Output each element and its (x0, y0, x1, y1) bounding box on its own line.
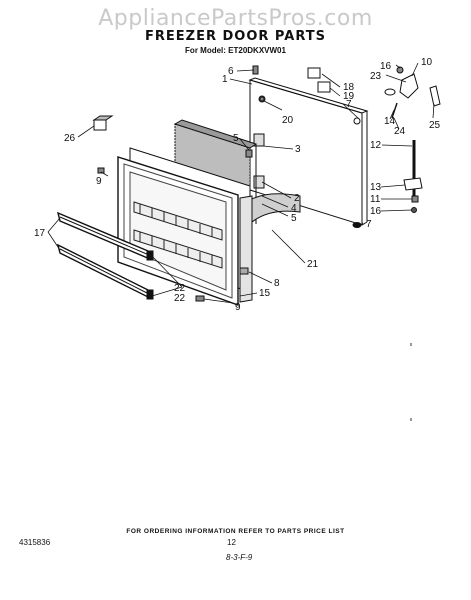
screw-20 (259, 96, 265, 102)
shelf-bar-lower (56, 243, 154, 300)
callout-23: 23 (370, 71, 382, 82)
callout-15: 15 (259, 288, 271, 299)
model-label: For Model: ET20DKXVW01 (185, 46, 286, 55)
callout-9a: 9 (96, 176, 102, 187)
screw-9-bottom (195, 295, 205, 302)
panel-screw (258, 95, 266, 103)
callout-11: 11 (370, 194, 381, 205)
callout-9b: 9 (235, 302, 241, 313)
handle-25 (429, 85, 441, 107)
watermark: AppliancePartsPros.com (98, 6, 373, 31)
callout-2: 2 (294, 193, 300, 204)
clip-part (93, 119, 107, 131)
callout-6: 6 (228, 66, 234, 77)
callout-13: 13 (370, 182, 382, 193)
callout-12: 12 (370, 140, 382, 151)
revision-code: 8-3-F-9 (226, 553, 253, 562)
callout-22b: 22 (174, 293, 186, 304)
callout-20: 20 (282, 115, 294, 126)
document-number: 4315836 (19, 538, 51, 547)
ordering-note: FOR ORDERING INFORMATION REFER TO PARTS … (126, 528, 345, 535)
callout-21: 21 (307, 259, 319, 270)
callout-16a: 16 (380, 61, 392, 72)
callout-19: 19 (343, 91, 355, 102)
callout-17: 17 (34, 228, 46, 239)
callout-16b: 16 (370, 206, 382, 217)
hinge-screw-top (396, 66, 404, 74)
page-number: 12 (227, 538, 236, 547)
callout-4: 4 (291, 203, 297, 214)
callout-26: 26 (64, 133, 76, 144)
lower-hinge (403, 177, 423, 191)
callout-7b: 7 (366, 219, 372, 230)
screw-9-left (97, 167, 105, 174)
callout-8: 8 (274, 278, 280, 289)
callout-24: 24 (394, 126, 406, 137)
hinge-block-18 (307, 67, 321, 79)
panel-bracket-lower (253, 175, 265, 189)
callout-10: 10 (421, 57, 433, 68)
hinge-bracket (399, 73, 419, 99)
leader-lines (47, 62, 435, 304)
callout-22a: 22 (174, 283, 186, 294)
liner-shelves (133, 201, 223, 269)
callout-25: 25 (429, 120, 441, 131)
panel-bracket-upper (253, 133, 265, 147)
callout-18: 18 (343, 82, 355, 93)
hinge-bushing (384, 88, 396, 96)
callout-5a: 5 (233, 133, 239, 144)
spacer-8 (239, 267, 249, 275)
hinge-block-19 (317, 81, 331, 93)
margin-marks (410, 343, 412, 421)
callout-3: 3 (295, 144, 301, 155)
callout-1: 1 (222, 74, 228, 85)
callout-14: 14 (384, 116, 396, 127)
page-title: FREEZER DOOR PARTS (145, 29, 326, 44)
door-gasket (249, 193, 301, 223)
callout-5b: 5 (291, 213, 297, 224)
screw-5 (245, 149, 253, 158)
callout-7a: 7 (346, 99, 352, 110)
callout-labels: 1 2 3 4 5 5 6 7 7 8 9 9 10 11 12 13 14 1… (34, 57, 441, 313)
